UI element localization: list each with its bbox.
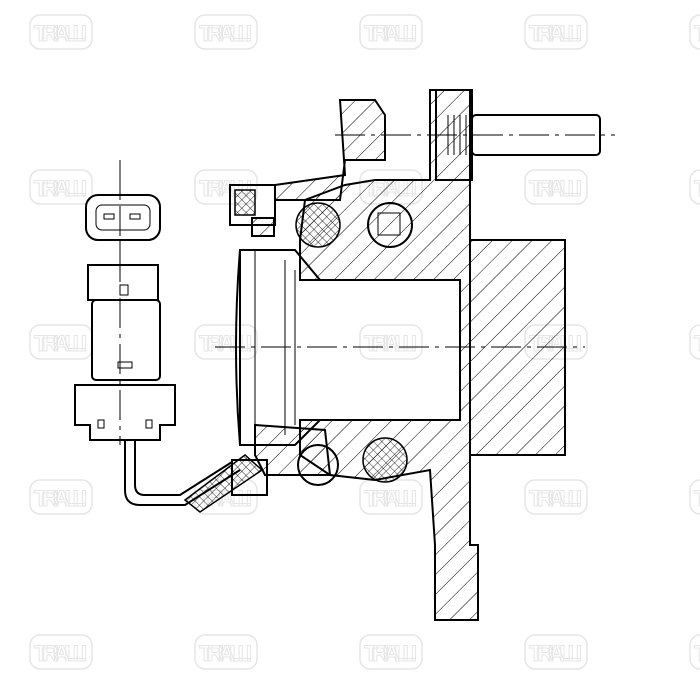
watermark-text: TRIALLI bbox=[694, 176, 700, 201]
watermark-text: TRIALLI bbox=[694, 641, 700, 666]
watermark-text: TRIALLI bbox=[364, 21, 418, 46]
watermark-logo: TRIALLI bbox=[524, 14, 588, 50]
watermark-text: TRIALLI bbox=[34, 176, 88, 201]
watermark-logo: TRIALLI bbox=[29, 634, 93, 670]
watermark-logo: TRIALLI bbox=[194, 324, 258, 360]
watermark-logo: TRIALLI bbox=[689, 14, 700, 50]
watermark-text: TRIALLI bbox=[694, 331, 700, 356]
watermark-logo: TRIALLI bbox=[29, 479, 93, 515]
watermark-text: TRIALLI bbox=[34, 331, 88, 356]
watermark-logo: TRIALLI bbox=[29, 324, 93, 360]
watermark-text: TRIALLI bbox=[529, 641, 583, 666]
watermark-logo: TRIALLI bbox=[359, 324, 423, 360]
bearing-balls bbox=[295, 202, 413, 486]
watermark-logo: TRIALLI bbox=[359, 14, 423, 50]
watermark-logo: TRIALLI bbox=[29, 14, 93, 50]
watermark-text: TRIALLI bbox=[364, 331, 418, 356]
watermark-logo: TRIALLI bbox=[689, 634, 700, 670]
watermark-logo: TRIALLI bbox=[359, 479, 423, 515]
sensor-connector bbox=[85, 170, 161, 265]
watermark-text: TRIALLI bbox=[199, 21, 253, 46]
watermark-text: TRIALLI bbox=[199, 641, 253, 666]
watermark-text: TRIALLI bbox=[34, 641, 88, 666]
watermark-logo: TRIALLI bbox=[689, 324, 700, 360]
watermark-text: TRIALLI bbox=[529, 486, 583, 511]
watermark-logo: TRIALLI bbox=[29, 169, 93, 205]
outer-ring bbox=[229, 99, 386, 496]
watermark-text: TRIALLI bbox=[529, 176, 583, 201]
watermark-logo: TRIALLI bbox=[194, 14, 258, 50]
watermark-text: TRIALLI bbox=[199, 331, 253, 356]
watermark-text: TRIALLI bbox=[694, 486, 700, 511]
abs-sensor bbox=[74, 264, 241, 506]
watermark-text: TRIALLI bbox=[34, 486, 88, 511]
watermark-logo: TRIALLI bbox=[524, 479, 588, 515]
watermark-logo: TRIALLI bbox=[359, 634, 423, 670]
watermark-text: TRIALLI bbox=[34, 21, 88, 46]
watermark-logo: TRIALLI bbox=[524, 634, 588, 670]
watermark-text: TRIALLI bbox=[364, 486, 418, 511]
watermark-logo: TRIALLI bbox=[524, 169, 588, 205]
watermark-logo: TRIALLI bbox=[689, 479, 700, 515]
watermark-text: TRIALLI bbox=[529, 21, 583, 46]
watermark-logo: TRIALLI bbox=[689, 169, 700, 205]
watermark-text: TRIALLI bbox=[694, 21, 700, 46]
watermark-text: TRIALLI bbox=[364, 641, 418, 666]
watermark-logo: TRIALLI bbox=[194, 634, 258, 670]
